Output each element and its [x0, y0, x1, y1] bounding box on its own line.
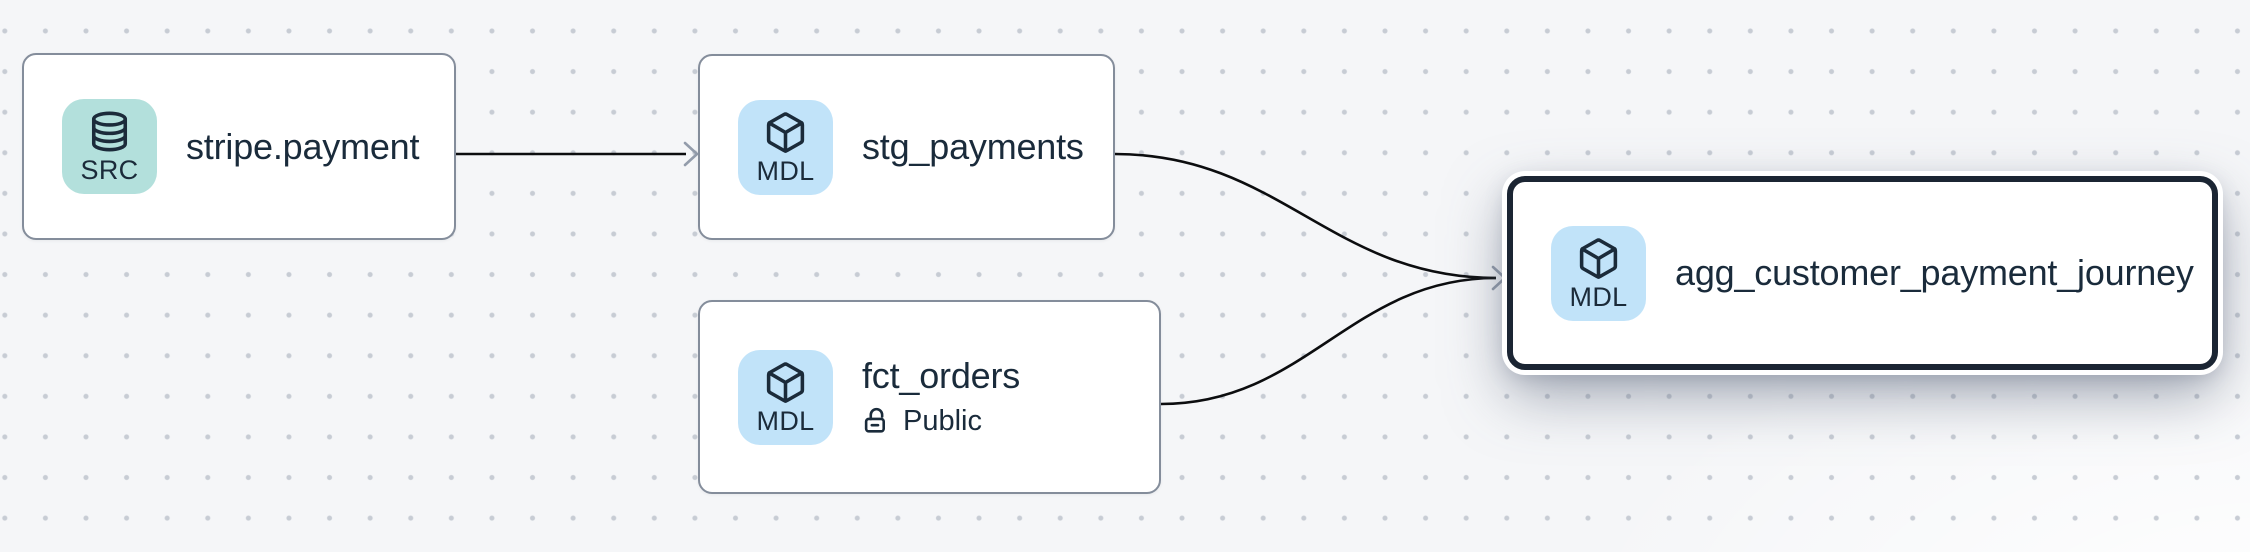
database-icon: [91, 111, 128, 152]
node-title: stripe.payment: [186, 125, 420, 167]
edge-stg-payments-to-agg-customer-payment-journey: [1114, 152, 1497, 280]
node-fct-orders[interactable]: MDL fct_orders Public: [698, 300, 1161, 494]
node-stripe-payment[interactable]: SRC stripe.payment: [22, 53, 456, 240]
access-badge: Public: [862, 402, 1020, 440]
cube-icon: [766, 111, 805, 153]
badge-label: MDL: [756, 405, 815, 436]
lock-open-icon: [864, 407, 885, 433]
model-badge: MDL: [738, 99, 833, 195]
cube-icon: [1579, 237, 1618, 279]
model-badge: MDL: [738, 349, 833, 445]
access-label: Public: [903, 404, 982, 437]
model-badge: MDL: [1551, 225, 1646, 321]
node-agg-customer-payment-journey[interactable]: MDL agg_customer_payment_journey: [1507, 176, 2218, 370]
node-title: stg_payments: [862, 126, 1084, 167]
node-stg-payments[interactable]: MDL stg_payments: [698, 54, 1115, 240]
source-badge: SRC: [62, 99, 157, 194]
badge-label: SRC: [80, 155, 139, 185]
cube-icon: [766, 361, 805, 403]
badge-label: MDL: [1569, 281, 1628, 312]
arrowhead-icon: [1491, 265, 1507, 291]
arrowhead-icon: [683, 141, 699, 167]
badge-label: MDL: [756, 155, 815, 186]
node-title: agg_customer_payment_journey: [1675, 252, 2194, 293]
edge-fct-orders-to-agg-customer-payment-journey: [1160, 276, 1497, 406]
node-title: fct_orders: [862, 354, 1021, 396]
